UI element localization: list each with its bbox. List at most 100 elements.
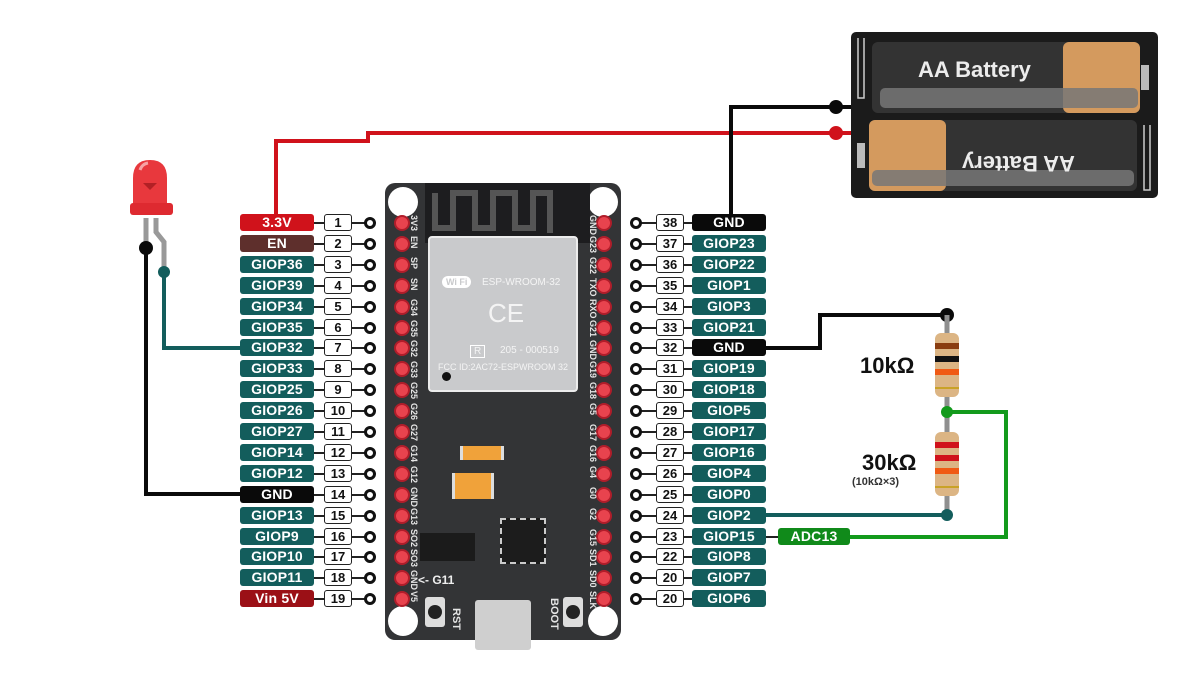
pin-hole-icon[interactable] [630,363,642,376]
pin-connector [640,222,658,224]
pin-hole-icon[interactable] [364,572,376,585]
led-icon [130,160,173,215]
board-pad [394,570,410,587]
pin-hole-icon[interactable] [630,488,642,501]
pin-hole-icon[interactable] [364,300,376,313]
pin-number-right: 38 [656,214,684,231]
board-pad [394,444,410,461]
silk-label-left: G34 [409,298,419,316]
resistor-bottom-node [941,509,953,521]
pin-connector [314,431,326,433]
pin-connector [684,451,694,454]
silk-label-right: G2 [588,507,598,520]
pin-connector [684,305,694,308]
pin-label-right: GIOP6 [692,590,766,608]
pin-label-right: GND [692,214,766,231]
pin-hole-icon[interactable] [630,551,642,564]
pin-hole-icon[interactable] [364,488,376,501]
silk-label-right: G21 [588,319,598,337]
pin-connector [640,242,658,245]
pin-connector [314,514,326,517]
pin-hole-icon[interactable] [364,321,376,334]
boot-button[interactable] [563,597,583,627]
pin-connector [640,514,658,517]
board-pad [596,549,612,566]
board-pad [596,382,612,399]
pin-label-left: GIOP25 [240,381,314,399]
pin-hole-icon[interactable] [630,572,642,585]
pin-hole-icon[interactable] [364,258,376,271]
pin-number-right: 29 [656,402,684,420]
pin-hole-icon[interactable] [630,426,642,438]
pin-hole-icon[interactable] [364,217,376,229]
pin-label-left: GIOP10 [240,548,314,566]
pin-hole-icon[interactable] [364,279,376,292]
pin-connector [640,389,658,392]
pin-hole-icon[interactable] [630,300,642,313]
board-pad [596,507,612,524]
silk-label-right: GND [588,340,598,361]
pin-connector [640,472,658,475]
pin-hole-icon[interactable] [630,509,642,522]
pin-hole-icon[interactable] [364,593,376,606]
pin-label-right: GIOP3 [692,297,766,315]
usb-port[interactable] [475,600,531,650]
silk-label-right: RXO [588,298,598,319]
pin-hole-icon[interactable] [630,593,642,606]
pin-hole-icon[interactable] [630,321,642,334]
pin-connector [352,347,366,350]
pin-hole-icon[interactable] [364,405,376,418]
pin-hole-icon[interactable] [364,551,376,564]
silk-label-left: G33 [409,361,419,379]
silk-label-right: G18 [588,382,598,400]
board-pad [394,549,410,566]
pin-connector [684,242,694,245]
module-fcc: FCC ID:2AC72-ESPWROOM 32 [438,362,569,372]
divider-midpoint-node [941,406,953,418]
pin-connector [640,368,658,371]
pin-hole-icon[interactable] [630,405,642,418]
pin-hole-icon[interactable] [630,384,642,397]
pin-hole-icon[interactable] [630,530,642,543]
rst-button[interactable] [425,597,445,627]
pin-hole-icon[interactable] [364,426,376,438]
pin-connector [352,577,366,580]
pin-hole-icon[interactable] [630,446,642,459]
pin-hole-icon[interactable] [364,530,376,543]
pin-hole-icon[interactable] [630,467,642,480]
pin-hole-icon[interactable] [364,467,376,480]
pin-hole-icon[interactable] [364,446,376,459]
pin-connector [640,305,658,308]
pin-number-left: 6 [324,318,352,336]
board-pad [596,340,612,357]
rst-label: RST [450,608,462,630]
pin-connector [314,305,326,308]
silk-label-right: G15 [588,528,598,546]
pin-hole-icon[interactable] [364,342,376,355]
pin-connector [684,598,694,601]
pin-connector [314,472,326,475]
pin-label-left: GIOP14 [240,443,314,461]
pin-connector [314,389,326,392]
pin-hole-icon[interactable] [364,509,376,522]
pin-hole-icon[interactable] [630,258,642,271]
resistor-30k-note: (10kΩ×3) [852,476,900,488]
silk-label-right: G23 [588,235,598,253]
pin-hole-icon[interactable] [364,363,376,376]
pin-connector [684,368,694,371]
pin-hole-icon[interactable] [364,384,376,397]
pin-hole-icon[interactable] [364,237,376,250]
pin-connector [640,431,658,433]
pin-number-right: 37 [656,234,684,252]
pin-hole-icon[interactable] [630,237,642,250]
pin-number-left: 17 [324,548,352,566]
pin-connector [684,326,694,329]
pin-hole-icon[interactable] [630,279,642,292]
mount-hole [588,606,618,636]
silk-label-left: EN [409,235,419,249]
silk-label-right: SD0 [588,570,598,588]
battery-bottom-label: AA Battery [962,151,1075,176]
pin-number-left: 4 [324,276,352,294]
pin-hole-icon[interactable] [630,217,642,229]
pin-hole-icon[interactable] [630,342,642,355]
